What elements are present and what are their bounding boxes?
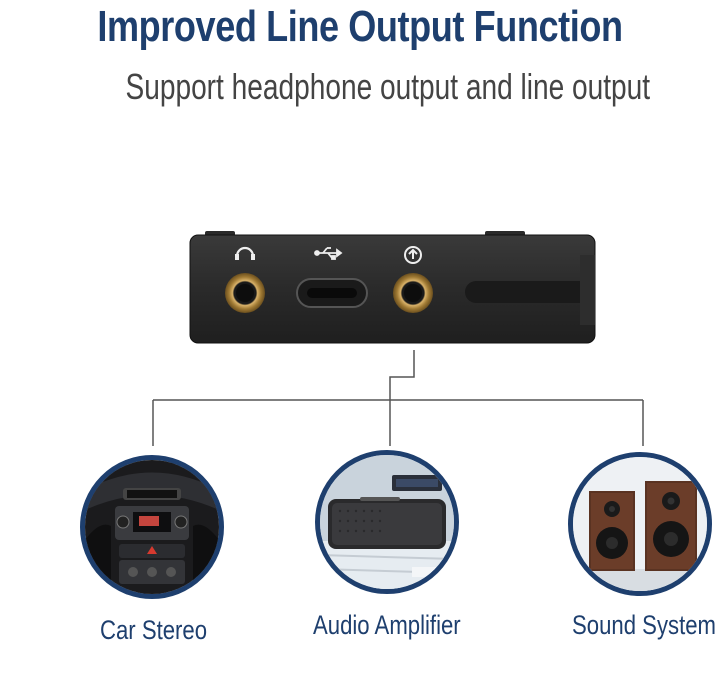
bluetooth-speaker-image bbox=[315, 450, 459, 594]
page-title: Improved Line Output Function bbox=[97, 2, 623, 51]
headphone-icon bbox=[235, 246, 255, 260]
bookshelf-speakers-image bbox=[568, 452, 712, 596]
line-out-icon bbox=[404, 246, 422, 264]
application-label-sound-system: Sound System bbox=[572, 610, 716, 640]
usb-icon bbox=[314, 247, 343, 260]
dac-device bbox=[185, 225, 600, 350]
page-subtitle: Support headphone output and line output bbox=[125, 66, 651, 107]
application-label-audio-amplifier: Audio Amplifier bbox=[313, 610, 461, 640]
car-stereo-image bbox=[80, 455, 224, 599]
application-label-car-stereo: Car Stereo bbox=[100, 615, 208, 645]
